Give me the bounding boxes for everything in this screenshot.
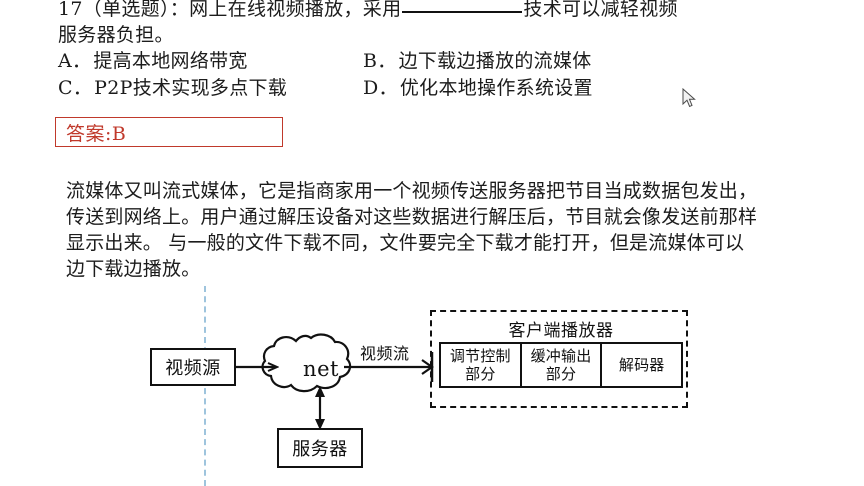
option-a[interactable]: A．提高本地网络带宽 xyxy=(58,48,363,75)
option-a-letter: A． xyxy=(58,50,92,72)
option-b-letter: B． xyxy=(363,50,397,72)
module-rate-control[interactable]: 调节控制 部分 xyxy=(441,344,522,386)
explanation-line: 流媒体又叫流式媒体，它是指商家用一个视频传送服务器把节目当成数据包发出， xyxy=(66,180,758,202)
option-d[interactable]: D．优化本地操作系统设置 xyxy=(363,75,668,102)
client-player-group: 客户端播放器 调节控制 部分 缓冲输出 部分 解码器 xyxy=(430,310,688,408)
module-rate-control-line1: 调节控制 xyxy=(449,347,511,365)
module-buffer-output[interactable]: 缓冲输出 部分 xyxy=(522,344,603,386)
question-line-2: 服务器负担。 xyxy=(58,24,174,46)
answer-blank xyxy=(402,11,523,13)
video-source-label: 视频源 xyxy=(165,358,221,379)
video-source-node[interactable]: 视频源 xyxy=(150,348,236,386)
option-c[interactable]: C．P2P技术实现多点下载 xyxy=(58,75,363,102)
question-line-1: 17（单选题）：网上在线视频播放，采用 技术可以减轻视频 xyxy=(58,0,848,22)
server-label: 服务器 xyxy=(292,439,348,460)
module-buffer-output-line1: 缓冲输出 xyxy=(530,347,592,365)
client-player-modules: 调节控制 部分 缓冲输出 部分 解码器 xyxy=(439,342,683,388)
arrowhead-to-cloud xyxy=(315,386,325,397)
option-b-text: 边下载边播放的流媒体 xyxy=(398,50,592,72)
option-b[interactable]: B．边下载边播放的流媒体 xyxy=(363,48,668,75)
option-row-cd: C．P2P技术实现多点下载 D．优化本地操作系统设置 xyxy=(58,75,848,102)
option-d-text: 优化本地操作系统设置 xyxy=(399,77,593,99)
server-node[interactable]: 服务器 xyxy=(277,428,363,468)
option-d-letter: D． xyxy=(363,77,398,99)
network-cloud-node[interactable]: net xyxy=(272,338,370,400)
question-block: 17（单选题）：网上在线视频播放，采用 技术可以减轻视频 服务器负担。 A．提高本… xyxy=(58,0,848,102)
network-cloud-shape xyxy=(261,333,352,393)
question-line-1-after-blank: 技术可以减轻视频 xyxy=(523,0,678,20)
option-c-text: P2P技术实现多点下载 xyxy=(94,77,288,99)
network-cloud-label: net xyxy=(303,357,339,381)
option-c-letter: C． xyxy=(58,77,93,99)
explanation-line: 显示出来。 与一般的文件下载不同，文件要完全下载才能打开，但是流媒体可以 xyxy=(66,232,745,254)
option-row-ab: A．提高本地网络带宽 B．边下载边播放的流媒体 xyxy=(58,48,848,75)
module-decoder[interactable]: 解码器 xyxy=(602,344,681,386)
explanation-paragraph: 流媒体又叫流式媒体，它是指商家用一个视频传送服务器把节目当成数据包发出， 传送到… xyxy=(66,178,828,282)
question-line-1-before-blank: 17（单选题）：网上在线视频播放，采用 xyxy=(58,0,402,20)
answer-box: 答案:B xyxy=(55,117,283,147)
module-rate-control-line2: 部分 xyxy=(465,365,496,383)
client-player-title: 客户端播放器 xyxy=(508,321,614,341)
arrowhead-to-server xyxy=(315,419,325,430)
module-buffer-output-line2: 部分 xyxy=(545,365,577,383)
answer-label: 答案:B xyxy=(66,122,127,145)
module-decoder-line1: 解码器 xyxy=(618,356,665,374)
explanation-line: 边下载边播放。 xyxy=(66,258,201,280)
video-stream-label: 视频流 xyxy=(360,344,410,363)
explanation-line: 传送到网络上。用户通过解压设备对这些数据进行解压后，节目就会像发送前那样 xyxy=(66,206,758,228)
mouse-pointer-icon xyxy=(682,88,696,108)
option-a-text: 提高本地网络带宽 xyxy=(93,50,248,72)
